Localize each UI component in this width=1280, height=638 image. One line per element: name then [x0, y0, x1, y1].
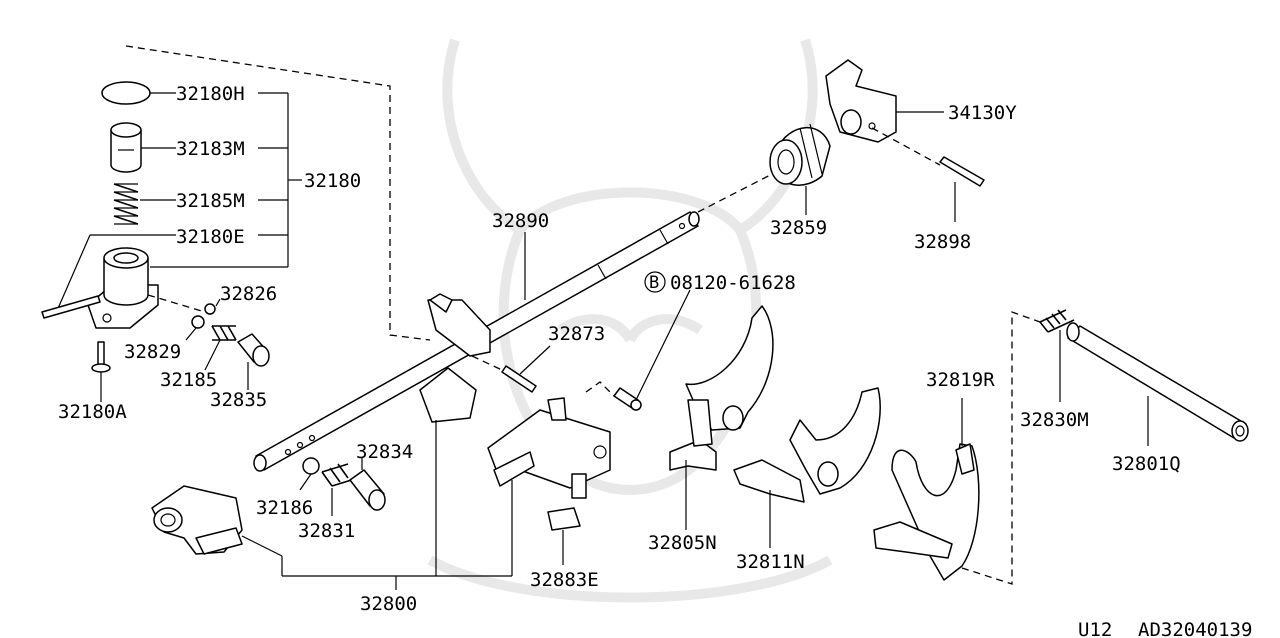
- part-32890-arm[interactable]: [419, 293, 491, 423]
- part-32180H-cap[interactable]: [101, 81, 151, 105]
- label-32185M[interactable]: 32185M: [176, 190, 245, 212]
- part-32826-ball[interactable]: [204, 303, 216, 315]
- label-32180H[interactable]: 32180H: [176, 83, 245, 105]
- part-selector-bracket[interactable]: [151, 485, 243, 555]
- part-32898-pin[interactable]: [939, 156, 985, 187]
- part-32185-spring[interactable]: [211, 325, 237, 341]
- label-32826[interactable]: 32826: [220, 283, 277, 305]
- part-32831-spring[interactable]: [321, 463, 359, 487]
- label-32883E[interactable]: 32883E: [530, 569, 599, 591]
- label-32834[interactable]: 32834: [356, 441, 413, 463]
- part-32180E-housing[interactable]: [87, 247, 159, 329]
- part-32835-plug[interactable]: [237, 333, 270, 367]
- bolt-b-circle-icon: [644, 271, 666, 293]
- part-32834-plug[interactable]: [349, 469, 386, 511]
- label-32873[interactable]: 32873: [548, 323, 605, 345]
- footer-diagram-code: AD32040139: [1138, 619, 1252, 638]
- part-34130Y-bracket[interactable]: [825, 59, 897, 143]
- label-32180A[interactable]: 32180A: [58, 401, 127, 423]
- label-bolt-prefix: B: [649, 273, 659, 293]
- label-34130Y[interactable]: 34130Y: [948, 102, 1017, 124]
- label-32180E[interactable]: 32180E: [176, 226, 245, 248]
- label-32898[interactable]: 32898: [914, 231, 971, 253]
- footer-model: U12: [1078, 619, 1112, 638]
- label-32180[interactable]: 32180: [304, 170, 361, 192]
- label-32829[interactable]: 32829: [124, 341, 181, 363]
- label-32819R[interactable]: 32819R: [926, 369, 995, 391]
- part-32829-ball[interactable]: [191, 315, 205, 329]
- part-32805N-fork[interactable]: [669, 305, 774, 471]
- label-32186[interactable]: 32186: [256, 497, 313, 519]
- part-32811N-fork[interactable]: [733, 387, 881, 503]
- label-32831[interactable]: 32831: [298, 520, 355, 542]
- part-pin-left[interactable]: [41, 295, 101, 319]
- part-32859-boot[interactable]: [769, 123, 831, 186]
- part-08120-bolt[interactable]: [613, 387, 642, 411]
- label-32830M[interactable]: 32830M: [1020, 409, 1089, 431]
- label-32890[interactable]: 32890: [492, 210, 549, 232]
- label-32835[interactable]: 32835: [210, 389, 267, 411]
- label-08120-61628[interactable]: 08120-61628: [670, 272, 796, 294]
- label-32185[interactable]: 32185: [160, 369, 217, 391]
- part-32830M-spring[interactable]: [1039, 309, 1075, 333]
- part-32185M-spring[interactable]: [113, 183, 139, 225]
- label-32801Q[interactable]: 32801Q: [1112, 453, 1181, 475]
- label-32800[interactable]: 32800: [360, 593, 417, 615]
- part-32873-pin[interactable]: [501, 365, 537, 393]
- part-32883E-selector[interactable]: [487, 397, 611, 531]
- label-32183M[interactable]: 32183M: [176, 138, 245, 160]
- part-32819R-fork[interactable]: [873, 443, 980, 581]
- part-32183M-plunger[interactable]: [110, 122, 142, 173]
- part-32180A-bolt[interactable]: [91, 341, 111, 373]
- part-32801Q-rod[interactable]: [1066, 322, 1249, 442]
- part-32186-ball[interactable]: [302, 457, 320, 475]
- label-32811N[interactable]: 32811N: [736, 551, 805, 573]
- label-32805N[interactable]: 32805N: [648, 532, 717, 554]
- label-32859[interactable]: 32859: [770, 217, 827, 239]
